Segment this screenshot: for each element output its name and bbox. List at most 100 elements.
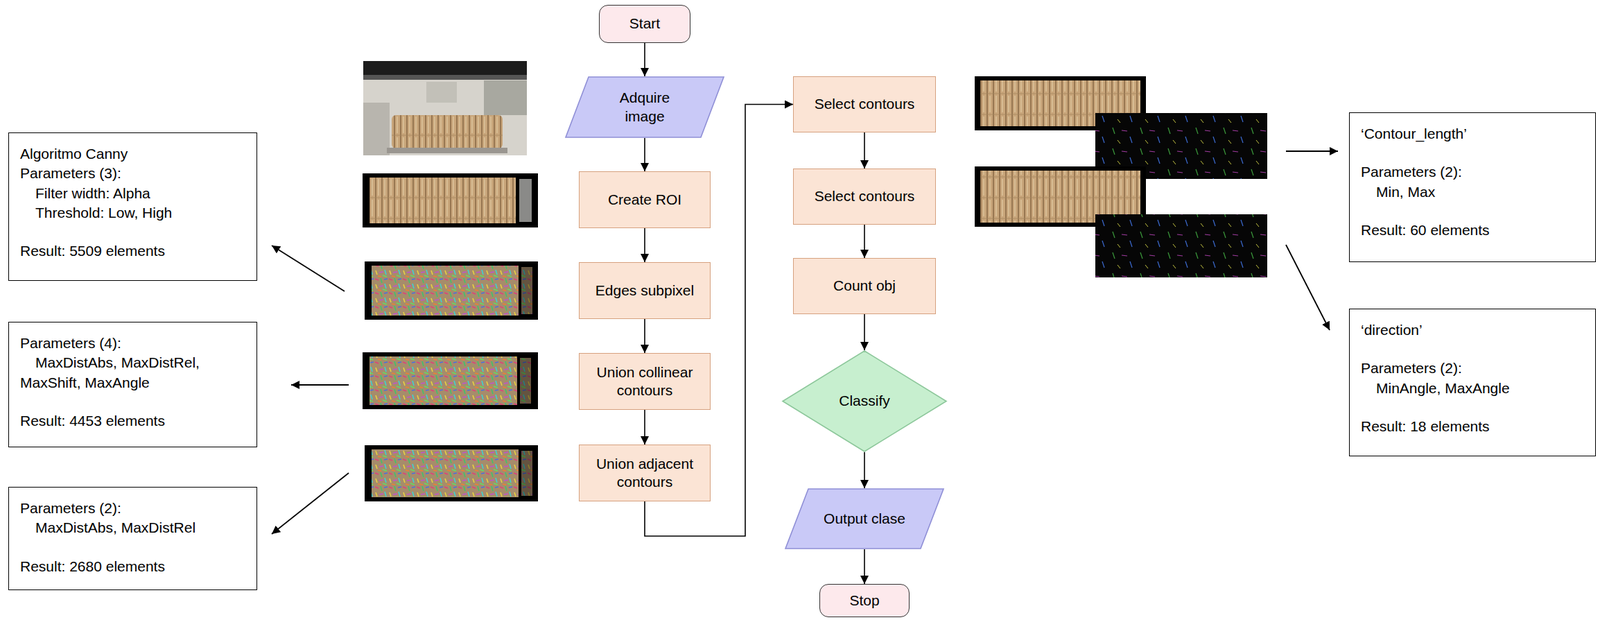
roi-image [362, 173, 538, 228]
node-content: Classify [781, 350, 947, 452]
machine-part [483, 80, 527, 116]
callout-arrow [1285, 150, 1338, 152]
shape-outline [565, 76, 724, 138]
flow-arrow [644, 137, 646, 172]
process-box: Select contours [793, 76, 936, 133]
parallelogram-outline [564, 76, 725, 138]
callout-arrow [271, 472, 349, 534]
image-frame [362, 352, 538, 410]
node-label: Adquire image [601, 88, 689, 126]
sample-block [391, 115, 503, 149]
photo-bar [363, 61, 527, 75]
node-content: Edges subpixel [579, 262, 710, 319]
photo-background [363, 61, 527, 156]
decision-diamond: Classify [781, 350, 947, 452]
contour-image [1095, 214, 1268, 278]
node-content: Output clase [784, 488, 945, 550]
image-frame [364, 445, 538, 502]
edge-texture [369, 356, 518, 405]
flow-arrow [863, 451, 866, 489]
callout-text: Parameters (4): [20, 333, 246, 353]
io-parallelogram: Adquire image [564, 76, 725, 138]
io-parallelogram: Output clase [784, 488, 945, 550]
callout-text: Algoritmo Canny [20, 144, 246, 164]
machine-part [363, 102, 390, 156]
parameter-callout: ‘direction’Parameters (2):MinAngle, MaxA… [1349, 308, 1596, 457]
parameter-callout: ‘Contour_length’ Parameters (2):Min, MaxR… [1349, 112, 1596, 263]
callout-text: Result: 2680 elements [20, 556, 246, 577]
callout-text: Min, Max [1360, 182, 1585, 202]
edges-image [364, 445, 538, 502]
callout-text: Result: 18 elements [1360, 416, 1585, 437]
image-strip [521, 450, 533, 496]
flow-arrow [644, 228, 646, 263]
node-content: ‘direction’Parameters (2):MinAngle, MaxA… [1349, 309, 1596, 446]
node-content: Count obj [793, 258, 936, 314]
parameter-callout: Parameters (2):MaxDistAbs, MaxDistRelRes… [8, 486, 258, 590]
callout-text: MaxDistAbs, MaxDistRel [20, 517, 246, 538]
machine-part [426, 81, 457, 103]
node-label: Select contours [814, 94, 916, 113]
node-label: Count obj [833, 276, 896, 295]
callout-text: Parameters (2): [1360, 358, 1585, 378]
callout-text: Parameters (2): [1360, 162, 1585, 182]
process-box: Union adjacent contours [578, 444, 711, 502]
node-label: Output clase [823, 509, 906, 528]
edge-texture [371, 449, 519, 498]
edges-image [364, 261, 538, 320]
flow-arrow [863, 132, 866, 169]
node-content: Create ROI [579, 171, 710, 228]
flow-arrow [863, 314, 866, 351]
node-content: Parameters (2):MaxDistAbs, MaxDistRelRes… [9, 487, 257, 586]
flow-arrow [644, 409, 646, 445]
node-content: ‘Contour_length’ Parameters (2):Min, MaxR… [1349, 112, 1596, 250]
node-content: Select contours [793, 169, 936, 224]
process-box: Count obj [793, 257, 936, 315]
terminal-box: Stop [819, 583, 910, 617]
edge-texture [371, 265, 519, 316]
node-content: Start [599, 5, 690, 43]
callout-text: Parameters (2): [20, 498, 246, 518]
shape-outline [782, 350, 947, 452]
image-strip [519, 178, 532, 222]
parameter-callout: Algoritmo CannyParameters (3):Filter wid… [8, 132, 258, 281]
image-strip [521, 266, 533, 315]
node-label: Start [629, 14, 660, 33]
parameter-callout: Parameters (4):MaxDistAbs, MaxDistRel, M… [8, 321, 258, 448]
edges-image [362, 352, 538, 410]
callout-text: Threshold: Low, High [20, 203, 246, 223]
process-box: Create ROI [578, 171, 711, 229]
shape-outline [785, 488, 944, 549]
callout-text: Parameters (3): [20, 163, 246, 184]
process-box: Edges subpixel [578, 262, 711, 319]
node-label: Classify [838, 391, 891, 410]
callout-text: ‘Contour_length’ [1360, 124, 1585, 144]
node-label: Edges subpixel [595, 281, 694, 300]
flow-arrow [644, 318, 646, 353]
process-box: Select contours [793, 168, 936, 225]
node-label: Create ROI [607, 190, 682, 209]
terminal-box: Start [598, 4, 691, 43]
node-label: Select contours [814, 187, 916, 206]
callout-arrow [271, 245, 345, 292]
callout-text: MinAngle, MaxAngle [1360, 378, 1585, 398]
node-content: Union collinear contours [579, 353, 710, 410]
image-frame [362, 173, 538, 228]
node-content: Parameters (4):MaxDistAbs, MaxDistRel, M… [9, 322, 257, 441]
flow-arrow [863, 224, 866, 258]
selection-image [974, 76, 1268, 179]
node-label: Stop [849, 591, 880, 610]
flow-arrow [863, 549, 866, 584]
node-content: Adquire image [564, 76, 725, 138]
callout-text: Result: 60 elements [1360, 220, 1585, 240]
node-content: Union adjacent contours [579, 445, 710, 501]
node-content: Select contours [793, 76, 936, 132]
node-label: Union adjacent contours [586, 454, 703, 492]
sample-block [369, 177, 516, 224]
callout-arrows [271, 151, 1338, 534]
callout-text: MaxDistAbs, MaxDistRel, MaxShift, MaxAng… [20, 352, 246, 393]
image-frame [364, 261, 538, 320]
callout-text: Filter width: Alpha [20, 183, 246, 204]
callout-arrow [1285, 244, 1330, 330]
machine-photo [363, 61, 527, 156]
